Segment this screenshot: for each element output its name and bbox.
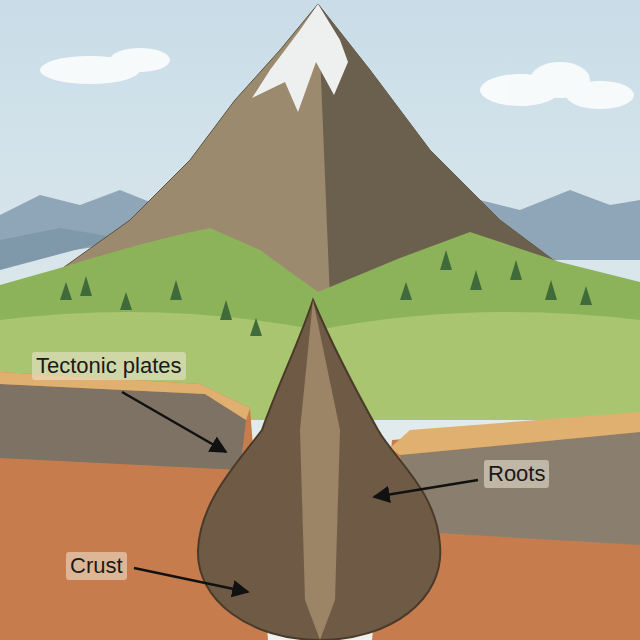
plate-left: [0, 384, 246, 470]
snow: [252, 4, 348, 112]
leader-arrow: [134, 568, 248, 592]
part-label: Roots: [484, 460, 549, 488]
trees: [60, 250, 592, 336]
leader-arrow: [374, 480, 478, 497]
root-core: [300, 300, 340, 640]
part-label: Tectonic plates: [32, 352, 186, 380]
part-label: Crust: [66, 552, 127, 580]
plate-surface: [390, 412, 640, 455]
leader-arrow: [122, 392, 226, 452]
